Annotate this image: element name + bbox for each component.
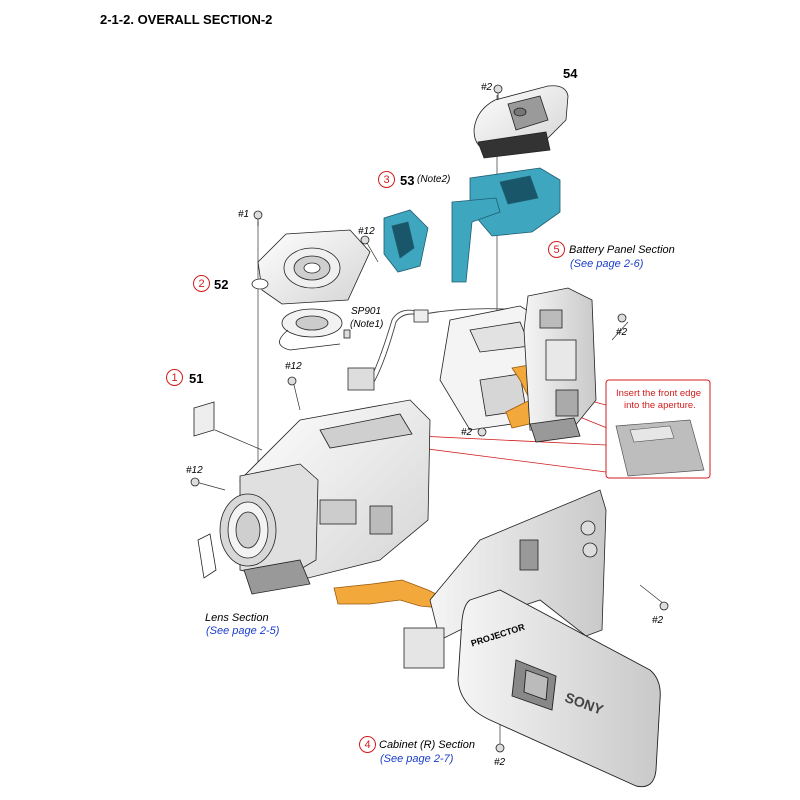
battery-panel-page-ref: (See page 2-6): [570, 258, 644, 270]
part-54-top-cover: [473, 85, 569, 159]
note1-label: (Note1): [350, 319, 384, 330]
lens-section-page-ref: (See page 2-5): [206, 625, 280, 637]
screw-12-left: [190, 477, 200, 487]
screw-2-middle: [477, 427, 487, 437]
screw-label-2-middle: #2: [461, 427, 473, 438]
callout-line-2: into the aperture.: [624, 400, 696, 411]
part-53-flex-assembly: [383, 167, 561, 283]
screw-label-top: #2: [481, 82, 493, 93]
screw-label-12-middle: #12: [285, 361, 302, 372]
sp901-speaker: [279, 308, 351, 351]
note2-label: (Note2): [417, 174, 451, 185]
page-title: 2-1-2. OVERALL SECTION-2: [100, 12, 273, 27]
screw-12-middle: [287, 376, 297, 386]
battery-panel-section: [523, 287, 597, 443]
screw-label-2-lower-right: #2: [652, 615, 664, 626]
cabinet-r-section-label: Cabinet (R) Section: [379, 739, 475, 751]
screw-12-upper: [360, 235, 370, 245]
part-label-52: 52: [214, 277, 229, 292]
part-52-speaker-bracket: [251, 229, 371, 305]
circle-number-3: 3: [378, 171, 395, 188]
part-label-51: 51: [189, 371, 204, 386]
callout-line-1: Insert the front edge: [616, 388, 702, 399]
screw-label-2-right: #2: [616, 327, 628, 338]
battery-panel-section-label: Battery Panel Section: [569, 244, 675, 256]
screw-label-1: #1: [238, 209, 250, 220]
wire-harness: [347, 308, 521, 391]
cabinet-r-page-ref: (See page 2-7): [380, 753, 454, 765]
circle-number-5: 5: [548, 241, 565, 258]
lens-section: [197, 399, 431, 595]
part-label-53: 53: [400, 173, 415, 188]
screw-2-lower-right: [659, 601, 669, 611]
circle-number-4: 4: [359, 736, 376, 753]
screw-label-12-upper: #12: [358, 226, 375, 237]
part-51-sheet: [193, 401, 215, 437]
screw-2-right: [617, 313, 627, 323]
screw-2-bottom: [495, 743, 505, 753]
screw-top: [493, 84, 503, 100]
part-label-54: 54: [563, 66, 578, 81]
circle-number-1: 1: [166, 369, 183, 386]
screw-label-2-bottom: #2: [494, 757, 506, 768]
sp901-label: SP901: [351, 306, 382, 317]
lcd-panel: [457, 589, 661, 788]
orange-flex-lower: [333, 579, 445, 609]
circle-number-2: 2: [193, 275, 210, 292]
screw-1: [253, 210, 263, 226]
callout-inset: [605, 379, 711, 479]
screw-label-12-left: #12: [186, 465, 203, 476]
lens-section-label: Lens Section: [205, 612, 269, 624]
